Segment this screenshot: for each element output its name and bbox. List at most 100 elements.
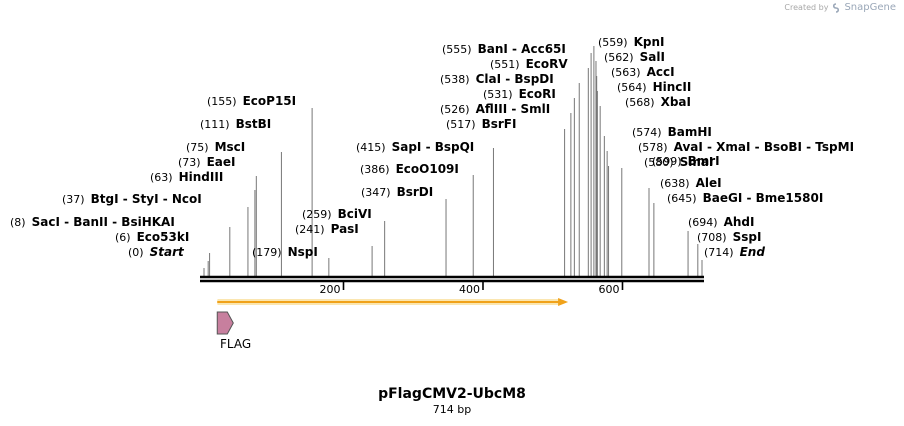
site-position: (708)	[697, 231, 727, 244]
site-label: (559)KpnI	[598, 35, 665, 49]
site-position: (8)	[10, 216, 26, 229]
site-position: (155)	[207, 95, 237, 108]
site-position: (73)	[178, 156, 201, 169]
site-label: (563)AccI	[611, 65, 675, 79]
site-position: (179)	[252, 246, 282, 259]
site-position: (386)	[360, 163, 390, 176]
site-position: (75)	[186, 141, 209, 154]
site-enzymes: EaeI	[207, 155, 236, 169]
site-enzymes: AvaI - XmaI - BsoBI - TspMI	[674, 140, 854, 154]
site-label: (0) Start	[128, 245, 185, 259]
site-position: (563)	[611, 66, 641, 79]
site-position: (526)	[440, 103, 470, 116]
site-enzymes: BanI - Acc65I	[478, 42, 566, 56]
site-label: (155) EcoP15I	[207, 94, 296, 108]
site-position: (531)	[483, 88, 513, 101]
site-position: (638)	[660, 177, 690, 190]
site-enzymes: BciVI	[338, 207, 372, 221]
site-label: (538) ClaI - BspDI	[440, 72, 554, 86]
site-enzymes: AflIII - SmlI	[476, 102, 551, 116]
site-enzymes: BmrI	[688, 154, 720, 168]
site-position: (347)	[361, 186, 391, 199]
site-enzymes: BaeGI - Bme1580I	[703, 191, 824, 205]
site-enzymes: NspI	[288, 245, 318, 259]
site-position: (580)	[644, 156, 674, 169]
site-label: (638) AleI	[660, 176, 722, 190]
sequence-map: (0) Start(6)Eco53kI (8) SacI - BanII - BsiH…	[10, 35, 854, 335]
site-label: (562) SalI	[604, 50, 665, 64]
site-position: (6)	[115, 231, 131, 244]
site-position: (574)	[632, 126, 662, 139]
site-enzymes: SacI - BanII - BsiHKAI	[32, 215, 175, 229]
site-enzymes: End	[740, 245, 766, 259]
site-label: (564) HincII	[617, 80, 691, 94]
site-enzymes: BsrFI	[482, 117, 517, 131]
site-position: (564)	[617, 81, 647, 94]
site-position: (415)	[356, 141, 386, 154]
site-label: (37)BtgI - StyI - NcoI	[62, 192, 202, 206]
site-label: (568)XbaI	[625, 95, 691, 109]
site-position: (517)	[446, 118, 476, 131]
site-position: (714)	[704, 246, 734, 259]
site-enzymes: AhdI	[724, 215, 755, 229]
site-label: (111)BstBI	[200, 117, 271, 131]
snapgene-credit: Created by SnapGene	[784, 2, 896, 13]
site-label: (517) BsrFI	[446, 117, 516, 131]
site-label: (63) HindIII	[150, 170, 223, 184]
site-label: (551)EcoRV	[490, 57, 568, 71]
site-position: (0)	[128, 246, 144, 259]
site-position: (562)	[604, 51, 634, 64]
site-enzymes: XbaI	[661, 95, 691, 109]
site-enzymes: EcoO109I	[396, 162, 459, 176]
site-enzymes: SmaI	[680, 155, 714, 169]
ruler-tick-label: 600	[598, 283, 619, 296]
site-enzymes: BtgI - StyI - NcoI	[91, 192, 202, 206]
site-position: (599)	[652, 155, 682, 168]
site-enzymes: EcoP15I	[243, 94, 297, 108]
site-label: (574) BamHI	[632, 125, 712, 139]
site-label: (6)Eco53kI	[115, 230, 189, 244]
site-enzymes: SalI	[640, 50, 665, 64]
site-enzymes: SapI - BspQI	[392, 140, 475, 154]
site-enzymes: EcoRI	[519, 87, 556, 101]
plasmid-name: pFlagCMV2-UbcM8	[378, 386, 526, 402]
site-enzymes: BsrDI	[397, 185, 434, 199]
site-label: (241)PasI	[295, 222, 359, 236]
credit-brand: SnapGene	[844, 2, 896, 13]
site-position: (241)	[295, 223, 325, 236]
site-label: (555) BanI - Acc65I	[442, 42, 566, 56]
site-label: (578) AvaI - XmaI - BsoBI - TspMI	[638, 140, 854, 154]
site-position: (645)	[667, 192, 697, 205]
site-position: (538)	[440, 73, 470, 86]
site-label: (347) BsrDI	[361, 185, 433, 199]
site-label: (8) SacI - BanII - BsiHKAI	[10, 215, 175, 229]
site-enzymes: HincII	[653, 80, 692, 94]
site-position: (63)	[150, 171, 173, 184]
orf-arrow	[217, 298, 569, 306]
site-label: (386) EcoO109I	[360, 162, 459, 176]
site-position: (111)	[200, 118, 230, 131]
site-label: (599) BmrI	[652, 154, 720, 168]
site-enzymes: AleI	[696, 176, 722, 190]
site-position: (555)	[442, 43, 472, 56]
site-enzymes: SspI	[733, 230, 762, 244]
site-label: (645) BaeGI - Bme1580I	[667, 191, 823, 205]
site-position: (694)	[688, 216, 718, 229]
site-position: (551)	[490, 58, 520, 71]
site-enzymes: HindIII	[179, 170, 224, 184]
ruler-tick-label: 400	[459, 283, 480, 296]
site-label: (415) SapI - BspQI	[356, 140, 474, 154]
site-leader-lines	[203, 46, 703, 276]
site-enzymes: ClaI - BspDI	[476, 72, 554, 86]
site-label: (526) AflIII - SmlI	[440, 102, 550, 116]
site-label: (714) End	[704, 245, 765, 259]
flag-feature-arrow	[216, 311, 234, 335]
site-labels: (0) Start(6)Eco53kI (8) SacI - BanII - BsiH…	[10, 35, 854, 259]
flag-feature-label: FLAG	[220, 337, 252, 351]
site-enzymes: Start	[150, 245, 185, 259]
site-enzymes: BamHI	[668, 125, 712, 139]
site-label: (694) AhdI	[688, 215, 754, 229]
site-label: (179) NspI	[252, 245, 318, 259]
site-position: (578)	[638, 141, 668, 154]
